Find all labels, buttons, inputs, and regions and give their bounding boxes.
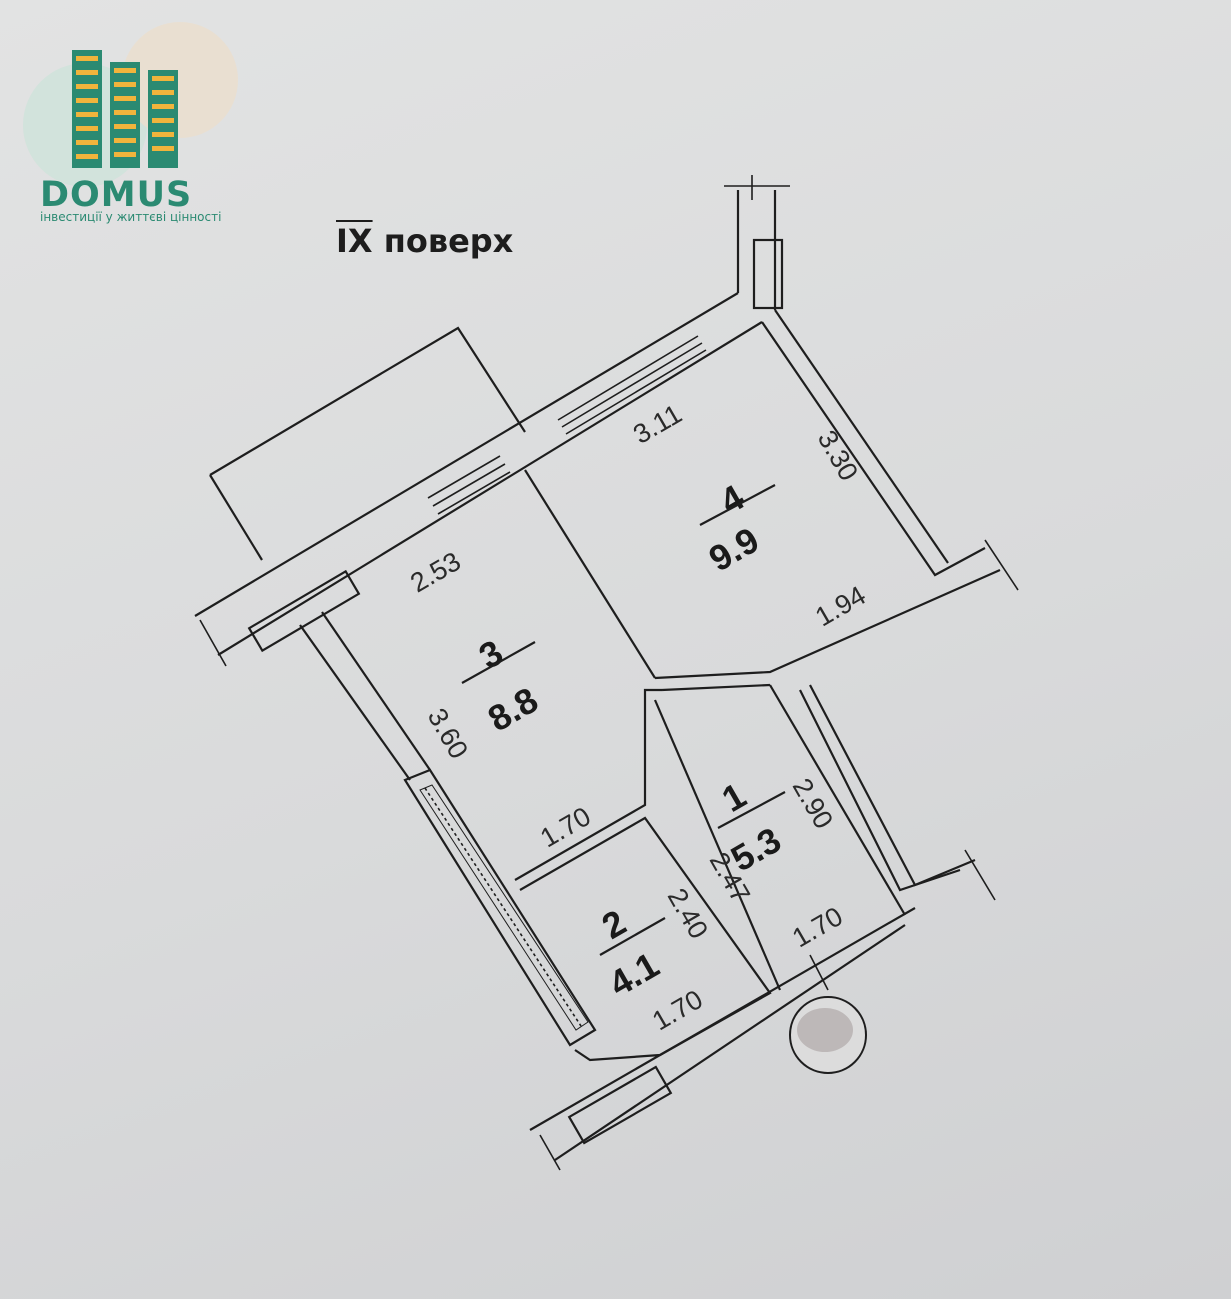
logo-wordmark: DOMUS	[40, 175, 193, 215]
wall-break-mark-lower	[964, 849, 996, 901]
dim-room2-right: 2.40	[662, 883, 714, 944]
dim-room2-bottom: 1.70	[647, 984, 708, 1036]
entrance-wall	[799, 689, 961, 892]
dim-room3-bottom: 1.70	[535, 801, 596, 853]
dim-room1-right: 2.90	[787, 773, 839, 834]
corridor-top-wall-inner	[661, 683, 771, 692]
room-area-4: 9.9	[702, 519, 766, 580]
room1-right-wall	[769, 684, 906, 916]
room-label-3: 3 8.8	[461, 631, 545, 740]
room4-right-wall	[761, 321, 986, 577]
corridor-top-wall	[654, 568, 1001, 680]
wall-break-mark	[199, 619, 227, 667]
room3-left-wall-inner	[299, 624, 411, 781]
floor-roman-numeral: IX	[336, 222, 373, 260]
room4-right-wall-outer	[774, 309, 949, 564]
riser-shaft	[724, 175, 790, 310]
room4-room3-partition	[524, 469, 656, 679]
top-exterior-wall	[194, 292, 763, 656]
ventilation-duct	[403, 768, 597, 1047]
room-label-2: 2 4.1	[595, 901, 666, 1004]
room3-left-wall	[321, 611, 431, 771]
dim-room3-top: 2.53	[405, 546, 466, 598]
entrance-marker-fill	[797, 1008, 853, 1052]
dim-room4-bottom: 1.94	[810, 580, 871, 632]
balcony-outline	[209, 326, 526, 476]
dim-room4-top: 3.11	[628, 399, 687, 450]
room-number-3: 3	[472, 631, 510, 677]
logo-tagline: інвестиції у життєві цінності	[40, 210, 222, 224]
room3-bottom-wall	[514, 688, 662, 881]
domus-logo-icon	[23, 22, 238, 187]
entrance-wall-outer	[809, 684, 976, 887]
floor-word: поверх	[383, 222, 514, 260]
dim-room1-bottom: 1.70	[787, 901, 848, 953]
dim-room3-left: 3.60	[422, 703, 474, 764]
room-area-3: 8.8	[481, 679, 545, 740]
room2-room1-partition	[653, 699, 782, 991]
dim-room4-right: 3.30	[812, 425, 864, 486]
entrance-leader-line	[809, 954, 829, 991]
wall-break-mark-right	[984, 539, 1019, 591]
wall-column	[247, 569, 361, 653]
bottom-exterior-wall	[529, 907, 916, 1171]
room-label-4: 4 9.9	[699, 476, 776, 580]
room-area-2: 4.1	[602, 944, 666, 1005]
floor-title: IX поверх	[336, 222, 513, 260]
balcony-side-wall	[209, 474, 263, 561]
